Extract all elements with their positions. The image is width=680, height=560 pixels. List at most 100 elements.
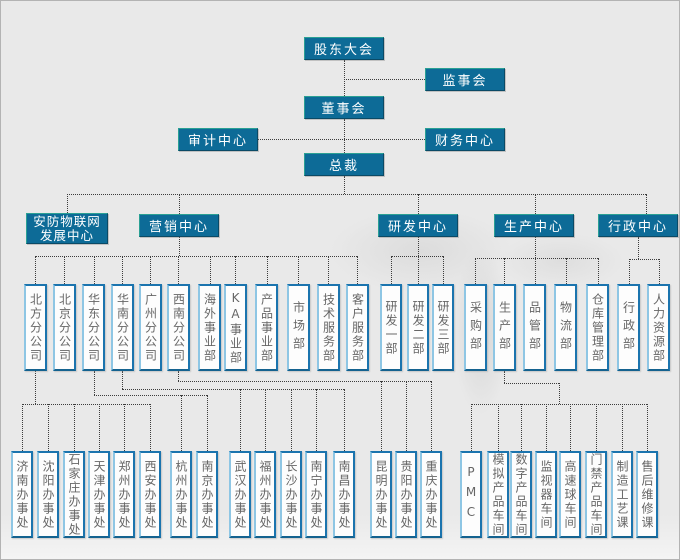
workshop-label: 门禁产品车间: [589, 452, 603, 537]
connector-line: [35, 256, 36, 284]
dept-label: 西南分公司: [171, 292, 186, 363]
workshop-pmc: PMC: [460, 451, 482, 538]
connector-line: [124, 404, 125, 451]
connector-line: [559, 383, 560, 404]
office-guiyang: 贵阳办事处: [395, 451, 417, 538]
office-xian: 西安办事处: [139, 451, 161, 538]
dept-label: 研发二部: [411, 299, 425, 356]
node-production-center: 生产中心: [494, 214, 574, 237]
dept-label: 北方分公司: [28, 292, 43, 363]
dept-label: 人力资源部: [651, 292, 666, 363]
connector-line: [471, 404, 472, 451]
connector-line: [475, 258, 476, 284]
office-label: 昆明办事处: [374, 459, 388, 530]
dept-beijing-branch: 北京分公司: [53, 284, 76, 371]
office-chongqing: 重庆办事处: [420, 451, 442, 538]
connector-line: [22, 404, 23, 451]
connector-line: [406, 381, 407, 451]
office-label: 沈阳办事处: [41, 459, 55, 530]
connector-line: [22, 404, 150, 405]
connector-line: [629, 259, 659, 260]
workshop-manufacturing-process: 制造工艺课: [611, 451, 633, 538]
connector-line: [344, 119, 345, 153]
dept-administration: 行政部: [617, 284, 640, 371]
connector-line: [598, 258, 599, 284]
connector-line: [67, 194, 68, 213]
connector-line: [504, 383, 559, 384]
office-hangzhou: 杭州办事处: [170, 451, 192, 538]
dept-human-resources: 人力资源部: [647, 284, 670, 371]
connector-line: [646, 194, 647, 214]
connector-line: [381, 381, 382, 451]
dept-south-china-branch: 华南分公司: [111, 284, 134, 371]
connector-line: [178, 256, 179, 284]
dept-label: 行政部: [621, 300, 636, 355]
connector-line: [471, 404, 647, 405]
dept-tech-service: 技术服务部: [317, 284, 340, 371]
node-board-of-directors: 董事会: [304, 96, 384, 119]
connector-line: [535, 194, 536, 214]
connector-line: [265, 389, 266, 451]
dept-label: KA事业部: [228, 290, 243, 365]
connector-line: [391, 256, 392, 284]
workshop-label: 数字产品车间: [514, 452, 528, 537]
workshop-digital-products: 数字产品车间: [510, 451, 532, 538]
connector-line: [596, 404, 597, 451]
office-tianjin: 天津办事处: [88, 451, 110, 538]
dept-label: 海外事业部: [202, 292, 217, 363]
connector-line: [316, 389, 317, 451]
node-audit-center: 审计中心: [178, 128, 258, 151]
dept-label: 仓库管理部: [590, 292, 605, 363]
connector-line: [535, 258, 536, 284]
office-jinan: 济南办事处: [11, 451, 33, 538]
dept-rnd-1: 研发一部: [380, 284, 402, 371]
connector-line: [504, 371, 505, 383]
connector-line: [150, 404, 151, 451]
node-rnd-center: 研发中心: [378, 214, 458, 237]
connector-line: [498, 404, 499, 451]
office-nanning: 南宁办事处: [305, 451, 327, 538]
connector-line: [235, 256, 236, 284]
connector-line: [181, 395, 182, 451]
dept-label: 市场部: [291, 300, 306, 355]
dept-purchasing: 采购部: [464, 284, 487, 371]
workshop-analog-products: 模拟产品车间: [487, 451, 509, 538]
connector-line: [150, 256, 151, 284]
dept-production: 生产部: [493, 284, 516, 371]
connector-line: [94, 371, 95, 395]
dept-label: 生产部: [497, 300, 512, 355]
dept-logistics: 物流部: [554, 284, 577, 371]
office-label: 郑州办事处: [117, 459, 131, 530]
workshop-label: 制造工艺课: [615, 459, 629, 530]
workshop-monitors: 监视器车间: [535, 451, 557, 538]
node-shareholders-meeting: 股东大会: [304, 37, 384, 60]
office-zhengzhou: 郑州办事处: [113, 451, 135, 538]
office-label: 天津办事处: [92, 459, 106, 530]
office-label: 石家庄办事处: [67, 452, 81, 537]
connector-line: [178, 371, 179, 381]
connector-line: [535, 237, 536, 258]
dept-warehouse-management: 仓库管理部: [586, 284, 609, 371]
dept-overseas-division: 海外事业部: [198, 284, 221, 371]
office-shenyang: 沈阳办事处: [37, 451, 59, 538]
dept-label: 华南分公司: [115, 292, 130, 363]
office-shijiazhuang: 石家庄办事处: [63, 451, 85, 538]
dept-southwest-branch: 西南分公司: [167, 284, 190, 371]
dept-east-china-branch: 华东分公司: [82, 284, 105, 371]
dept-customer-service: 客户服务部: [346, 284, 369, 371]
dept-market: 市场部: [287, 284, 310, 371]
connector-line: [267, 256, 268, 284]
connector-line: [67, 194, 646, 195]
connector-line: [298, 256, 299, 284]
connector-line: [622, 404, 623, 451]
connector-line: [122, 256, 123, 284]
office-changsha: 长沙办事处: [280, 451, 302, 538]
office-label: 西安办事处: [143, 459, 157, 530]
dept-label: 物流部: [558, 300, 573, 355]
workshop-label: 监视器车间: [539, 459, 553, 530]
connector-line: [647, 404, 648, 451]
dept-rnd-3: 研发三部: [432, 284, 454, 371]
dept-label: 品管部: [527, 300, 542, 355]
connector-line: [291, 389, 292, 451]
connector-line: [521, 404, 522, 451]
